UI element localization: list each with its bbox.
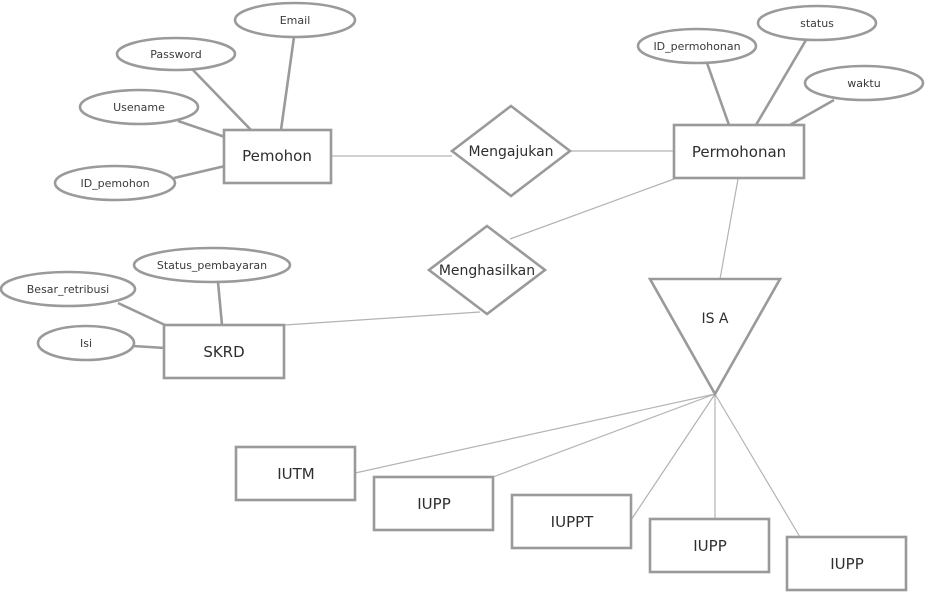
svg-text:IUPP: IUPP [417, 495, 451, 513]
connector-isa-iupp-3 [714, 393, 801, 538]
entity-iupp-2: IUPP [648, 517, 771, 574]
attribute-status: status [756, 4, 878, 42]
entity-iupp-3: IUPP [785, 535, 908, 592]
connector-password-pemohon [192, 69, 252, 131]
svg-text:waktu: waktu [847, 77, 880, 90]
entity-iupp-1: IUPP [372, 475, 495, 532]
connector-permohonan-menghasilkan [509, 178, 675, 240]
attribute-status-pembayaran: Status_pembayaran [132, 246, 292, 284]
relationship-isa: IS A [647, 277, 783, 397]
svg-text:IUTM: IUTM [277, 465, 315, 483]
connector-isa-iupp-1 [492, 393, 716, 478]
svg-text:ID_permohonan: ID_permohonan [653, 40, 740, 53]
connector-email-pemohon [279, 36, 296, 131]
entity-skrd: SKRD [162, 323, 286, 380]
svg-text:Isi: Isi [80, 337, 92, 350]
entity-pemohon: Pemohon [222, 128, 333, 185]
connector-statuspembayaran-skrd [216, 281, 224, 326]
svg-text:IS A: IS A [701, 311, 728, 327]
attribute-password: Password [115, 36, 237, 72]
svg-text:IUPPT: IUPPT [551, 513, 594, 531]
svg-text:Menghasilkan: Menghasilkan [439, 263, 535, 279]
entity-permohonan: Permohonan [672, 123, 806, 180]
entity-iutm: IUTM [234, 445, 357, 502]
svg-text:Pemohon: Pemohon [242, 147, 312, 165]
svg-text:Password: Password [150, 48, 201, 61]
svg-text:status: status [800, 17, 834, 30]
attribute-usename: Usename [78, 88, 200, 126]
attribute-email: Email [233, 1, 357, 39]
connector-isa-iuppt [630, 393, 716, 521]
connector-menghasilkan-skrd [284, 311, 481, 326]
attribute-waktu: waktu [803, 64, 925, 102]
connector-waktu-permohonan [789, 98, 835, 127]
connector-isa-iutm [354, 393, 716, 474]
svg-text:Status_pembayaran: Status_pembayaran [157, 259, 267, 272]
connector-usename-pemohon [177, 119, 226, 139]
connector-besarretribusi-skrd [117, 301, 166, 327]
relationship-mengajukan: Mengajukan [449, 104, 573, 198]
connector-idpemohon-pemohon [173, 164, 226, 180]
svg-text:Email: Email [280, 14, 311, 27]
attribute-id-permohonan: ID_permohonan [636, 27, 758, 65]
connector-idpermohonan-permohonan [705, 62, 731, 126]
svg-text:Usename: Usename [113, 101, 165, 114]
svg-text:IUPP: IUPP [830, 555, 864, 573]
svg-text:IUPP: IUPP [693, 537, 727, 555]
svg-text:ID_pemohon: ID_pemohon [80, 177, 149, 190]
svg-text:Besar_retribusi: Besar_retribusi [27, 283, 110, 296]
svg-text:Permohonan: Permohonan [692, 143, 786, 161]
attribute-id-pemohon: ID_pemohon [53, 164, 177, 202]
relationship-menghasilkan: Menghasilkan [426, 224, 548, 316]
attribute-isi: Isi [36, 324, 136, 362]
entity-iuppt: IUPPT [510, 493, 633, 550]
connector-isi-skrd [132, 344, 166, 350]
svg-text:SKRD: SKRD [203, 343, 244, 361]
connector-status-permohonan [754, 39, 808, 126]
svg-text:Mengajukan: Mengajukan [468, 144, 553, 160]
connector-permohonan-isa [719, 178, 739, 280]
attribute-besar-retribusi: Besar_retribusi [0, 270, 137, 308]
